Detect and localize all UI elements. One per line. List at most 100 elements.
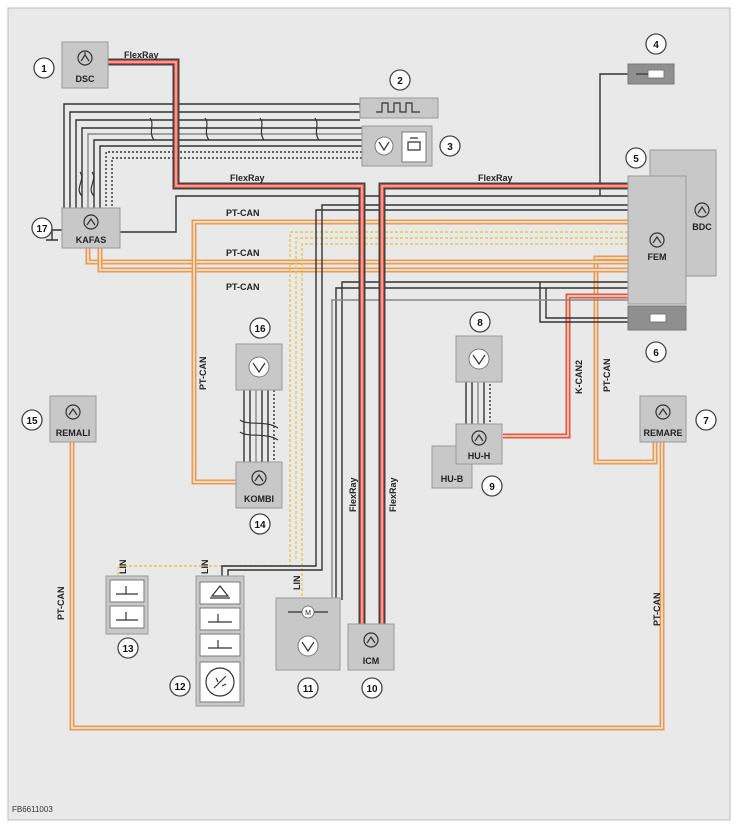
huh-control-unit[interactable]: HU-B HU-H (431, 423, 503, 489)
ecu-symbol-icon (471, 430, 487, 446)
callout-12: 12 (169, 675, 191, 697)
led-icon (210, 585, 230, 599)
callout-17: 17 (31, 217, 53, 239)
callout-2: 2 (389, 69, 411, 91)
unit-8[interactable] (455, 335, 503, 383)
callout-1: 1 (33, 57, 55, 79)
kafas-control-unit[interactable]: KAFAS (61, 207, 121, 249)
flexray-label-vert-2: FlexRay (388, 477, 398, 512)
sensor-3[interactable] (361, 125, 433, 167)
kcan2-label: K-CAN2 (574, 360, 584, 394)
svg-text:11: 11 (303, 684, 314, 695)
signal-icon (376, 102, 420, 113)
callout-7: 7 (695, 409, 717, 431)
fuse-4[interactable] (627, 63, 675, 85)
sensor-icon (297, 635, 319, 657)
svg-text:M: M (305, 610, 311, 617)
sensor-icon (248, 356, 270, 378)
switch-icon (116, 612, 138, 621)
callout-10: 10 (361, 677, 383, 699)
svg-text:7: 7 (703, 416, 709, 427)
svg-text:2: 2 (397, 76, 403, 87)
callout-15: 15 (21, 409, 43, 431)
figure-code: FB6611003 (12, 805, 53, 814)
lin-label-12: LIN (200, 560, 210, 575)
flexray-label-mid: FlexRay (230, 173, 265, 183)
flexray-label-top: FlexRay (124, 50, 159, 60)
fuse-icon (649, 313, 667, 323)
fuse-6[interactable] (627, 305, 687, 331)
svg-text:10: 10 (366, 684, 378, 695)
kombi-label: KOMBI (244, 494, 274, 504)
fem-actuator-wires (221, 204, 628, 600)
hub-label: HU-B (441, 474, 464, 484)
svg-text:5: 5 (633, 154, 639, 165)
ecu-symbol-icon (83, 214, 99, 230)
sensor-icon (468, 348, 490, 370)
ecu-symbol-icon (694, 202, 710, 218)
unit-12[interactable] (195, 575, 245, 707)
speaker-icon (407, 137, 421, 151)
dsc-control-unit[interactable]: DSC (61, 41, 109, 89)
svg-text:12: 12 (174, 682, 186, 693)
ptcan-label-remare: PT-CAN (602, 359, 612, 393)
icm-control-unit[interactable]: ICM (347, 623, 395, 671)
callout-16: 16 (249, 317, 271, 339)
unit-16[interactable] (235, 343, 283, 391)
ecu-symbol-icon (77, 50, 93, 66)
huh-8-harness (465, 380, 491, 424)
svg-text:3: 3 (447, 142, 453, 153)
kombi-16-harness (239, 390, 279, 462)
fem-control-unit[interactable]: FEM (627, 175, 687, 305)
remare-control-unit[interactable]: REMARE (639, 395, 687, 443)
callout-9: 9 (481, 475, 503, 497)
lin-label-11: LIN (292, 576, 302, 591)
ecu-symbol-icon (251, 470, 267, 486)
callout-11: 11 (297, 677, 319, 699)
bdc-label: BDC (692, 222, 712, 232)
flexray-dsc-icm (108, 58, 366, 630)
ptcan-label-left: PT-CAN (56, 587, 66, 621)
svg-text:4: 4 (653, 40, 659, 51)
ptcan-label-right: PT-CAN (652, 593, 662, 627)
switch-icon (116, 586, 138, 595)
svg-text:8: 8 (477, 318, 483, 329)
switch-icon (208, 614, 232, 623)
svg-text:1: 1 (41, 64, 47, 75)
ptcan-kafas-fem (85, 219, 628, 485)
ptcan-loop-bottom (69, 410, 665, 731)
svg-text:14: 14 (254, 520, 266, 531)
remali-control-unit[interactable]: REMALI (49, 395, 97, 443)
icm-label: ICM (363, 656, 380, 666)
svg-text:15: 15 (26, 416, 38, 427)
svg-text:13: 13 (122, 644, 134, 655)
light-sensor-icon (205, 667, 235, 697)
kafas-label: KAFAS (76, 235, 107, 245)
ecu-symbol-icon (655, 404, 671, 420)
callout-14: 14 (249, 513, 271, 535)
sensor-2[interactable] (359, 97, 439, 119)
ecu-symbol-icon (363, 632, 379, 648)
remali-label: REMALI (56, 428, 91, 438)
callout-5: 5 (625, 147, 647, 169)
fem-fuse4-wire (599, 73, 628, 196)
callout-8: 8 (469, 311, 491, 333)
remare-label: REMARE (643, 428, 682, 438)
callout-4: 4 (645, 33, 667, 55)
huh-label: HU-H (468, 451, 491, 461)
flexray-fem-icm (378, 182, 628, 630)
flexray-label-right: FlexRay (478, 173, 513, 183)
unit-13[interactable] (105, 575, 149, 635)
lin-label-13: LIN (118, 560, 128, 575)
kafas-fem-wire (118, 195, 628, 233)
kcan2-huh-fem (503, 293, 628, 439)
kombi-control-unit[interactable]: KOMBI (235, 461, 283, 509)
svg-text:16: 16 (254, 324, 266, 335)
ptcan-remare-fem (593, 255, 658, 465)
fem-label: FEM (648, 252, 667, 262)
ptcan-label-3: PT-CAN (226, 282, 260, 292)
unit-11[interactable]: M (275, 597, 341, 671)
fuse-icon (647, 69, 665, 79)
